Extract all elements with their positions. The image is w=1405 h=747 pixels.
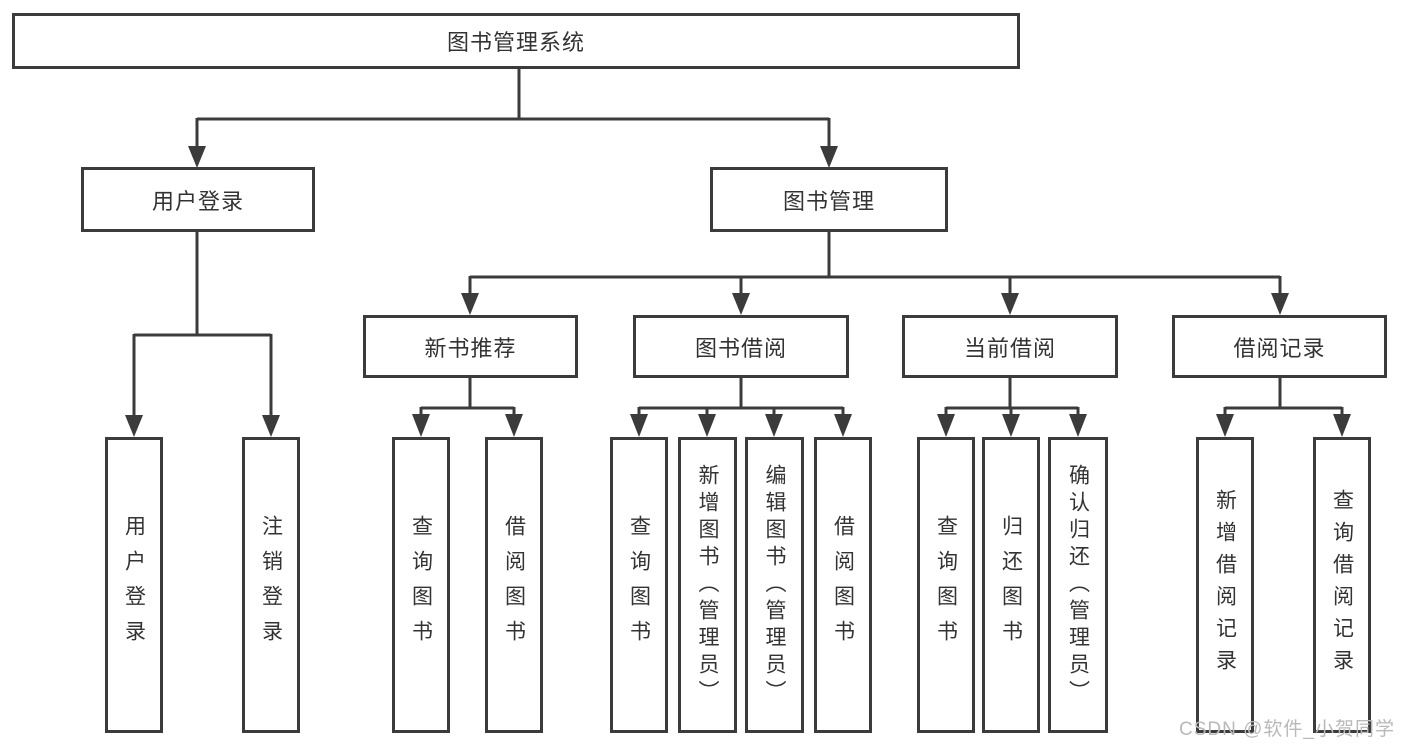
arrowheads-level3: [461, 293, 1289, 315]
node-label: 编辑图书（管理员）: [763, 463, 786, 707]
node-label: 图书管理: [782, 188, 875, 214]
node-label: 注销登录: [259, 515, 283, 655]
leaf-edit-books-admin: 编辑图书（管理员）: [745, 437, 804, 733]
node-label: 借阅图书: [831, 515, 855, 655]
node-label: 图书借阅: [694, 335, 787, 361]
connector-userlogin-to-leaves: [132, 232, 273, 420]
csdn-watermark: CSDN @软件_小贺同学: [1179, 719, 1395, 740]
leaf-logout: 注销登录: [242, 437, 300, 733]
connector-newbooks-to-leaves: [419, 378, 516, 420]
connector-records-to-leaves: [1223, 378, 1344, 420]
node-label: 当前借阅: [963, 335, 1056, 361]
leaf-add-books-admin: 新增图书（管理员）: [678, 437, 737, 733]
connector-bookmgmt-to-level3: [468, 232, 1282, 298]
node-label: 新增图书（管理员）: [696, 463, 719, 707]
leaf-query-books-borrowing: 查询图书: [610, 437, 668, 733]
leaf-confirm-return-admin: 确认归还（管理员）: [1048, 437, 1108, 733]
node-label: 查询图书: [627, 515, 651, 655]
node-label: 图书管理系统: [446, 30, 585, 55]
node-new-book-recommend: 新书推荐: [363, 315, 578, 378]
leaf-add-borrow-record: 新增借阅记录: [1196, 437, 1254, 733]
leaf-query-books-current: 查询图书: [917, 437, 975, 733]
node-label: 确认归还（管理员）: [1066, 463, 1090, 707]
node-label: 新书推荐: [424, 335, 517, 361]
leaf-borrow-books: 借阅图书: [814, 437, 872, 733]
node-label: 借阅图书: [502, 515, 526, 655]
node-system-root: 图书管理系统: [12, 13, 1020, 69]
node-current-borrowing: 当前借阅: [902, 315, 1118, 378]
node-label: 新增借阅记录: [1213, 489, 1237, 681]
node-label: 借阅记录: [1233, 335, 1326, 361]
connector-borrowing-to-leaves: [637, 378, 845, 420]
arrowheads-userlogin-leaves: [125, 415, 280, 437]
arrowheads-level2: [188, 146, 838, 168]
leaf-query-books-recommend: 查询图书: [392, 437, 450, 733]
node-user-login: 用户登录: [81, 167, 315, 232]
leaf-borrow-books-recommend: 借阅图书: [485, 437, 543, 733]
node-label: 查询图书: [409, 515, 433, 655]
node-label: 用户登录: [151, 188, 244, 214]
connector-root-to-level2: [195, 69, 831, 150]
node-label: 用户登录: [122, 515, 146, 655]
connector-current-to-leaves: [944, 378, 1080, 420]
node-label: 归还图书: [999, 515, 1023, 655]
node-label: 查询借阅记录: [1330, 489, 1354, 681]
leaf-query-borrow-record: 查询借阅记录: [1313, 437, 1371, 733]
node-book-management: 图书管理: [710, 167, 948, 232]
node-book-borrowing: 图书借阅: [633, 315, 849, 378]
node-label: 查询图书: [934, 515, 958, 655]
leaf-return-books: 归还图书: [982, 437, 1040, 733]
arrowheads-leaf-row: [412, 414, 1351, 437]
node-borrow-records: 借阅记录: [1172, 315, 1387, 378]
leaf-user-login: 用户登录: [105, 437, 163, 733]
